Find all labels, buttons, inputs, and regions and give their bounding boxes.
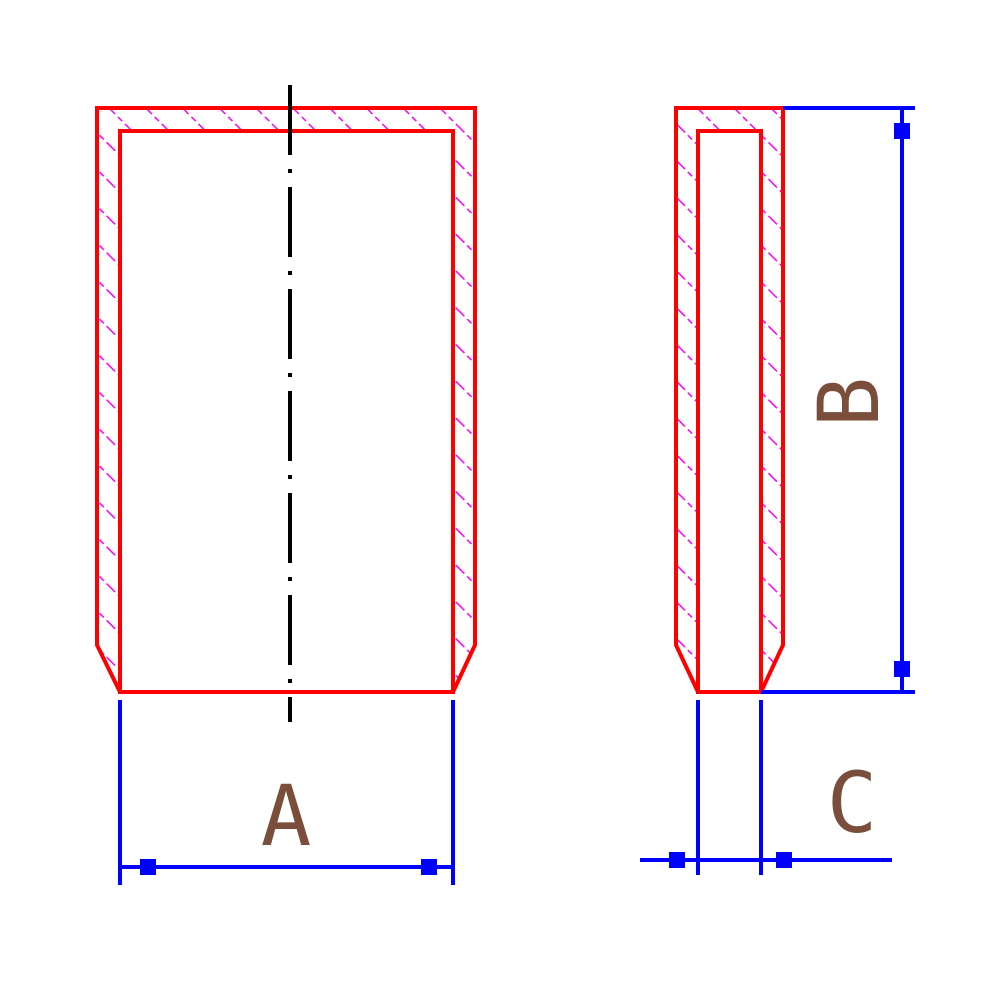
dimension-c-terminator-left [669, 852, 685, 868]
front-inner-outline [118, 129, 455, 694]
side-view: B C [640, 106, 915, 875]
dimension-b-terminator-top [894, 123, 910, 139]
dimension-b: B [761, 106, 915, 694]
side-inner-outline [696, 129, 763, 694]
dimension-b-terminator-bottom [894, 661, 910, 677]
dimension-a: A [118, 700, 455, 885]
front-outer-outline [95, 106, 477, 693]
dimension-c-label: C [827, 754, 878, 852]
dimension-a-label: A [261, 767, 312, 865]
dimension-b-label: B [800, 377, 898, 428]
dimension-a-terminator-left [140, 859, 156, 875]
dimension-a-terminator-right [421, 859, 437, 875]
side-wall-hatching [676, 108, 783, 692]
side-outer-outline [674, 106, 785, 693]
dimension-c: C [640, 700, 892, 875]
front-view: A [95, 85, 477, 885]
dimension-c-terminator-right [776, 852, 792, 868]
